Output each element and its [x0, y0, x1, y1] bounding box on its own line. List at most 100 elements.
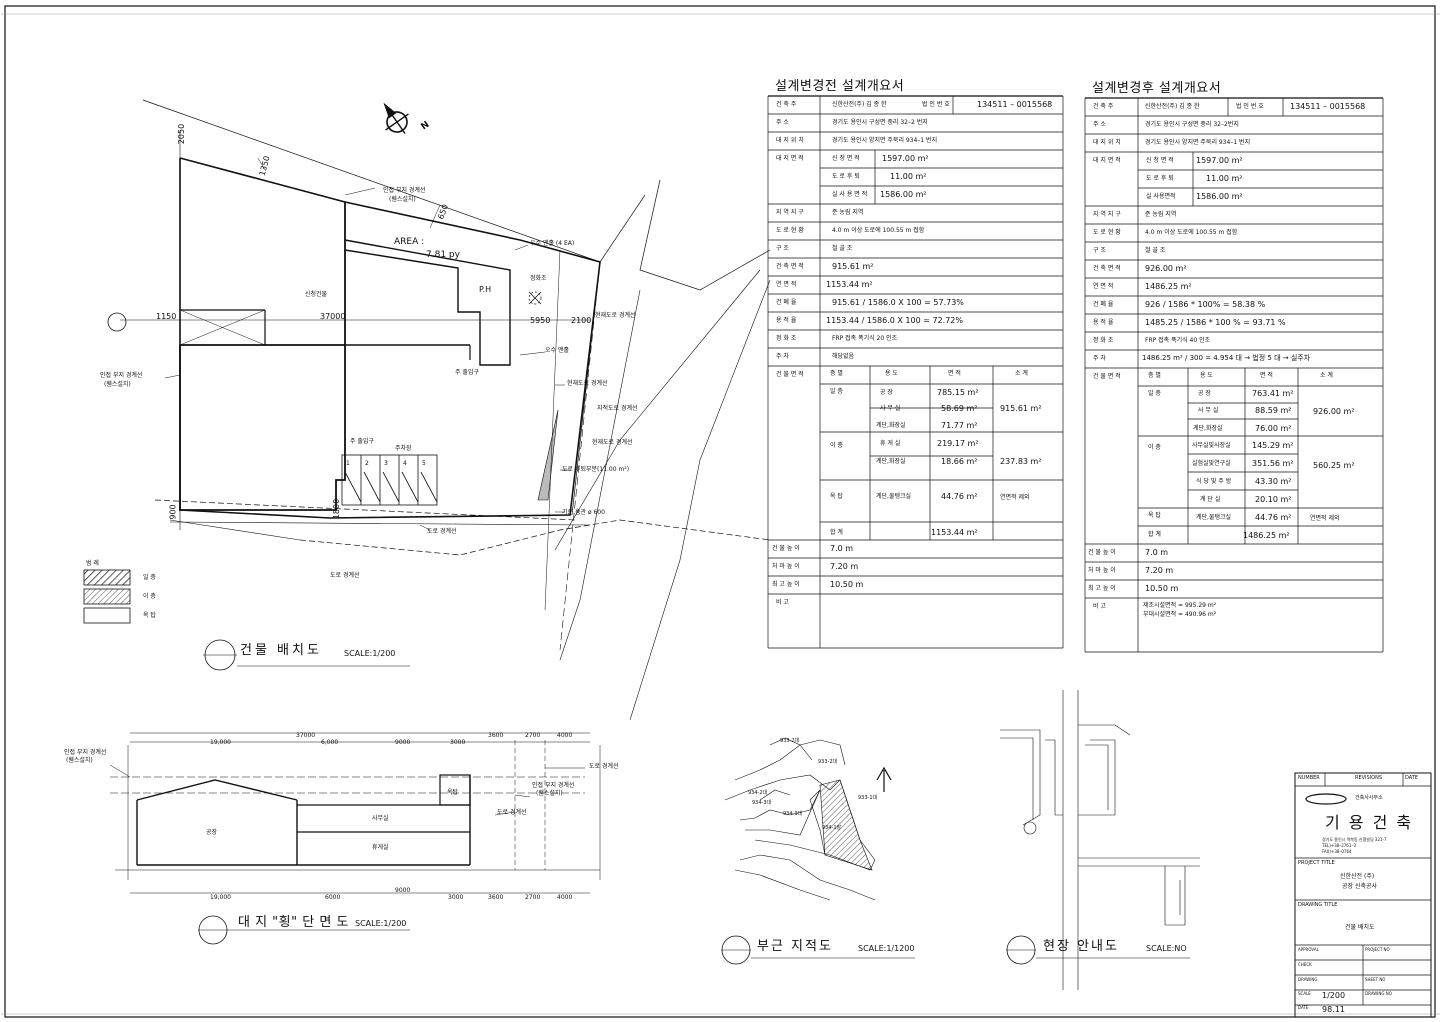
before-area-label: 대 지 면 적 [776, 155, 804, 162]
after-use: 사 무 실 [1198, 407, 1219, 414]
after-area: 44.76 m² [1255, 513, 1292, 522]
before-area: 44.76 m² [941, 492, 978, 501]
before-col: 면 적 [948, 370, 961, 377]
legend-item: 옥 탑 [143, 612, 156, 619]
before-col: 층 별 [830, 370, 843, 377]
after-park-label: 주 차 [1093, 355, 1106, 362]
before-zone-label: 지 역 지 구 [776, 209, 804, 216]
after-h-label: 건 물 높 이 [1088, 549, 1116, 556]
section-dim: 9000 [395, 739, 411, 746]
after-h: 7.0 m [1145, 548, 1169, 557]
before-struct-label: 구 조 [776, 245, 789, 252]
tb-tel: TEL)+38–2761–3 [1322, 843, 1356, 848]
table-after-grid [1084, 97, 1384, 653]
after-area: 20.10 m² [1255, 495, 1292, 504]
before-road-label: 도 로 후 퇴 [832, 173, 860, 180]
before-note-label: 비 고 [776, 599, 789, 606]
tb-sheet-no: SHEET NO [1365, 977, 1386, 982]
after-note2: 부대시설면적 = 490.96 m² [1143, 611, 1217, 618]
after-site: 경기도 용인시 양지면 주북리 934–1 번지 [1145, 139, 1251, 146]
after-use: 계단,물탱크실 [1196, 514, 1232, 521]
section-office: 사무실 [372, 815, 389, 822]
location-scale: SCALE:NO [1146, 944, 1187, 953]
before-cov: 915.61 / 1586.0 X 100 = 57.73% [832, 298, 964, 307]
tb-number: NUMBER [1298, 775, 1320, 781]
plan-title: 건물 배치도 [240, 643, 322, 658]
before-floor-label: 연 면 적 [776, 281, 797, 288]
before-park-label: 주 차 [776, 353, 789, 360]
main-entry-note: 주 출입구 [455, 369, 479, 376]
tb-firm-small: 건축사사무소 [1355, 795, 1383, 801]
before-zone: 준 농림 지역 [832, 209, 864, 216]
after-use: 공 장 [1198, 390, 1211, 397]
tb-address: 경기도 용인시 역북동 신협빌딩 321-7 [1322, 837, 1387, 842]
after-zone: 준 농림 지역 [1145, 211, 1177, 218]
tb-project-no: PROJECT NO [1365, 947, 1390, 952]
after-use: 사무실및사장실 [1192, 442, 1231, 449]
parking-note: 주차장 [395, 445, 412, 452]
after-sep: FRP 접촉 폭기식 40 인조 [1145, 337, 1211, 344]
after-roadst: 4.0 m 이상 도로에 100.55 m 접함 [1145, 229, 1238, 236]
road-boundary-note-2: 도로 경계선 [330, 572, 360, 579]
before-use: 사 무 실 [880, 405, 901, 412]
before-area: 18.66 m² [941, 457, 978, 466]
before-area: 785.15 m² [937, 388, 979, 397]
after-far: 1485.25 / 1586 * 100 % = 93.71 % [1145, 318, 1286, 327]
cadastral-scale: SCALE:1/1200 [858, 944, 915, 953]
current-boundary-note-2: 현재도로 경계선 [592, 439, 633, 446]
parking-num: 1 [346, 460, 350, 467]
before-roadst: 4.0 m 이상 도로에 100.55 m 접함 [832, 227, 925, 234]
section-roof: 옥탑 [447, 789, 459, 796]
after-area: 43.30 m² [1255, 477, 1292, 486]
tb-drawing-title: DRAWING TITLE [1298, 902, 1338, 908]
before-real: 1586.00 m² [880, 190, 927, 199]
before-bldg: 915.61 m² [832, 262, 874, 271]
lot-label: 934-3대 [783, 811, 803, 817]
after-far-label: 용 적 율 [1093, 319, 1114, 326]
after-area: 145.29 m² [1252, 441, 1294, 450]
tb-project2: 공장 신축공사 [1342, 883, 1378, 890]
plan-scale: SCALE:1/200 [344, 649, 396, 658]
dim-1800: 1800 [332, 498, 342, 520]
after-floor: 1486.25 m² [1145, 282, 1192, 291]
after-col: 층 별 [1148, 372, 1161, 379]
cadastral-map [721, 737, 915, 965]
after-cov: 926 / 1586 * 100% = 58.38 % [1145, 300, 1266, 309]
before-use: 계단,화장실 [876, 458, 906, 465]
tb-scale-label: SCALE [1298, 991, 1311, 996]
before-area: 58.69 m² [941, 404, 978, 413]
before-park: 해당없음 [832, 353, 855, 360]
before-area: 219.17 m² [937, 439, 979, 448]
before-owner-label: 건 축 주 [776, 101, 797, 108]
after-use: 계단,화장실 [1193, 425, 1223, 432]
section-title: 대 지 "횡" 단 면 도 [238, 915, 349, 930]
before-far-label: 용 적 율 [776, 317, 797, 324]
tb-project-title: PROJECT TITLE [1298, 860, 1335, 866]
after-road-label: 도 로 후 퇴 [1146, 175, 1174, 182]
after-area: 763.41 m² [1252, 389, 1294, 398]
rain-manhole-note: 우수 맨홀 (4 EA) [530, 240, 575, 247]
before-bldg-label: 건 축 면 적 [776, 263, 804, 270]
after-area: 88.59 m² [1255, 406, 1292, 415]
after-sep-label: 정 화 조 [1093, 337, 1114, 344]
cadastral-title: 부근 지적도 [757, 939, 833, 954]
before-f1: 일 층 [830, 388, 843, 395]
tb-revisions: REVISIONS [1355, 775, 1383, 781]
before-addr: 경기도 용인시 구성면 중리 32–2 번지 [832, 119, 928, 126]
fence-note-1: (휀스설치) [389, 196, 416, 203]
tb-approval: APPROVAL [1298, 947, 1319, 952]
before-far: 1153.44 / 1586.0 X 100 = 72.72% [826, 316, 963, 325]
legend-item: 이 층 [143, 593, 156, 600]
dim-2050: 2050 [177, 123, 187, 145]
cross-section [109, 732, 601, 945]
before-addr-label: 주 소 [776, 119, 789, 126]
lot-label: 933-2대 [818, 759, 838, 765]
before-corp-label: 법 인 번 호 [922, 101, 950, 108]
before-apply-label: 신 청 면 적 [832, 155, 860, 162]
before-h-label: 건 물 높 이 [772, 545, 800, 552]
after-note1: 제조시설면적 = 995.29 m² [1143, 602, 1217, 609]
after-note-label: 비 고 [1093, 603, 1106, 610]
after-owner: 신한산전(주) 김 종 한 [1145, 103, 1200, 110]
after-real: 1586.00 m² [1196, 192, 1243, 201]
